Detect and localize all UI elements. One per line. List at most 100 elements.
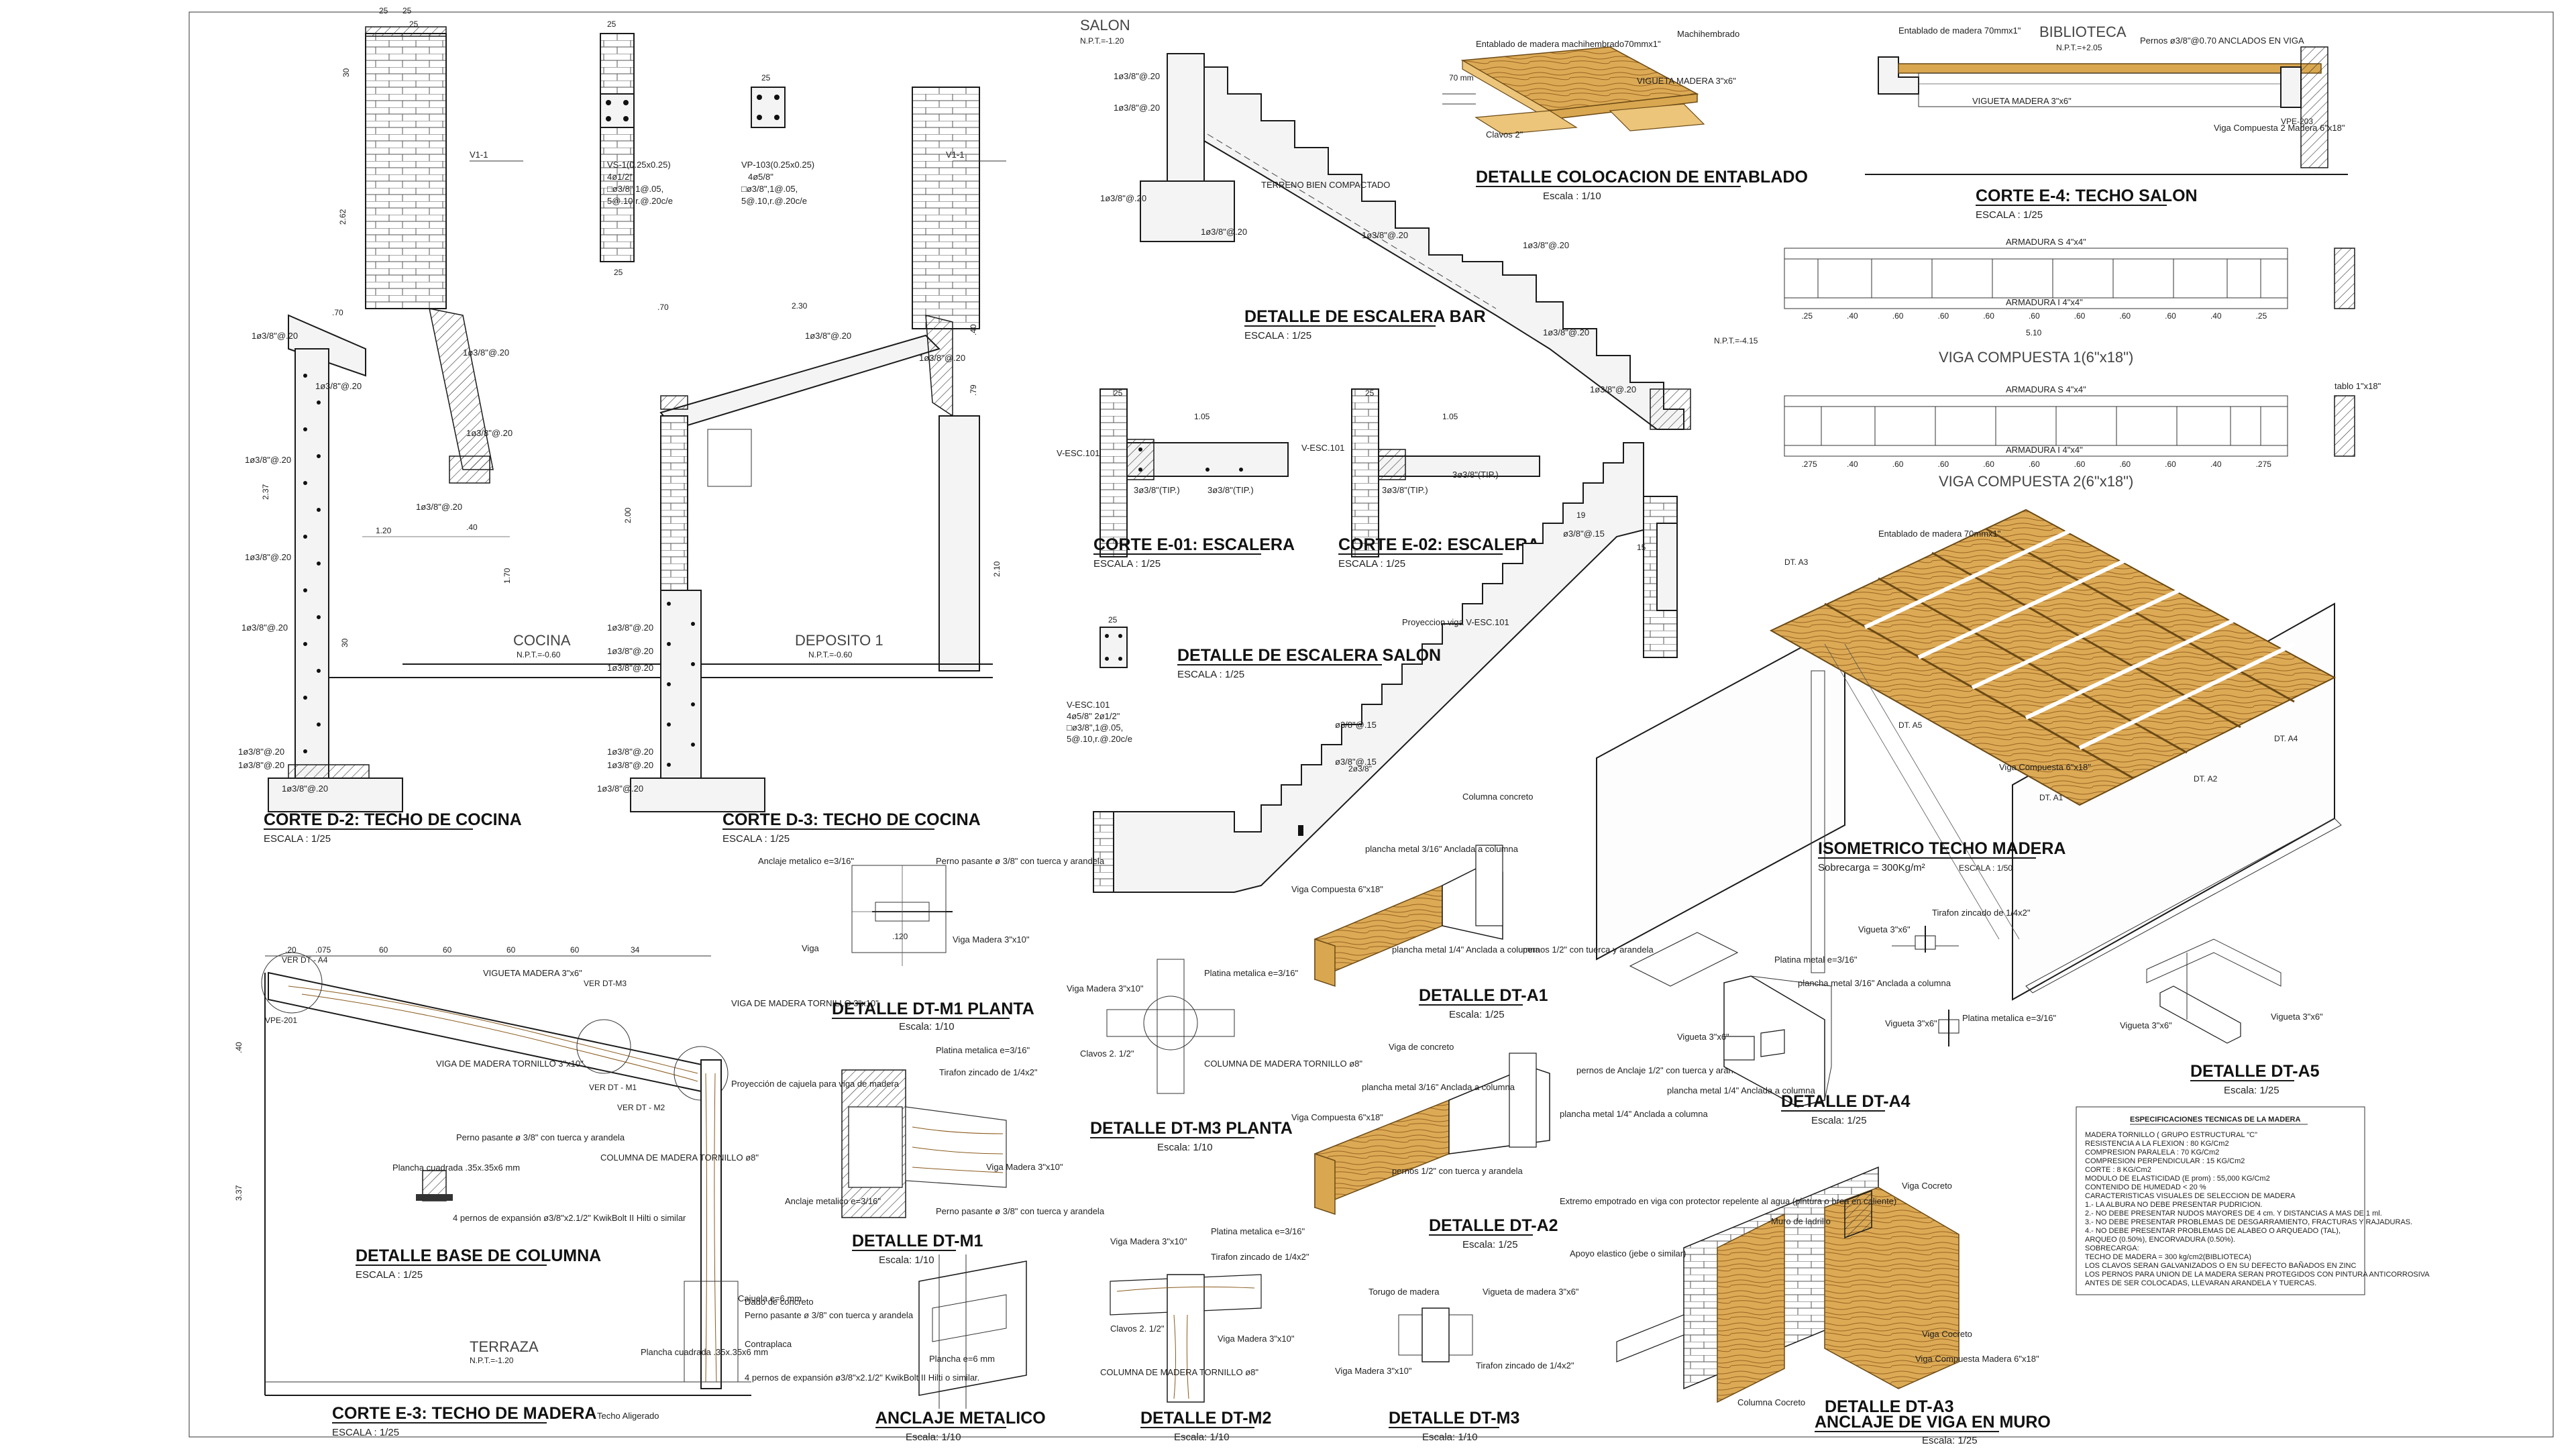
svg-text:Plancha cuadrada .35x.35x6 mm: Plancha cuadrada .35x.35x6 mm [392, 1163, 520, 1173]
title-corte-e02: CORTE E-02: ESCALERA [1338, 535, 1540, 554]
title-dt-a3: DETALLE DT-A3 [1825, 1397, 1954, 1416]
svg-text:pernos 1/2" con tuerca y arand: pernos 1/2" con tuerca y arandela [1523, 945, 1654, 955]
svg-text:VER DT - A4: VER DT - A4 [282, 955, 328, 965]
svg-text:Viga Madera 3"x10": Viga Madera 3"x10" [1218, 1334, 1295, 1344]
section-dimension: .20 [285, 945, 297, 955]
spec-line: TECHO DE MADERA = 300 kg/cm2(BIBLIOTECA) [2085, 1253, 2251, 1261]
svg-text:1ø3/8"@.20: 1ø3/8"@.20 [1543, 327, 1589, 337]
svg-text:Escala: 1/25: Escala: 1/25 [1462, 1239, 1518, 1250]
svg-text:Contraplaca: Contraplaca [745, 1339, 792, 1349]
specs-title: ESPECIFICACIONES TECNICAS DE LA MADERA [2130, 1116, 2301, 1124]
svg-text:Escala: 1/25: Escala: 1/25 [1811, 1115, 1867, 1126]
title-corte-d2: CORTE D-2: TECHO DE COCINA [264, 810, 522, 829]
svg-text:Columna Cocreto: Columna Cocreto [1737, 1397, 1805, 1407]
iso-timber-deck [1769, 508, 2337, 806]
svg-text:.79: .79 [969, 384, 978, 396]
beam-dimension: .60 [1983, 460, 1994, 469]
dt-a5-detail: Vigueta 3"x6" Vigueta 3"x6" DETALLE DT-A… [2120, 938, 2323, 1096]
beam-dimension: .60 [2029, 311, 2040, 321]
svg-text:Perno pasante ø 3/8" con tuerc: Perno pasante ø 3/8" con tuerca y arande… [936, 856, 1105, 866]
svg-text:70 mm: 70 mm [1449, 73, 1474, 83]
isometrico-techo: Entablado de madera 70mmx1" Viga Compues… [1596, 508, 2342, 1001]
svg-text:Vigueta 3"x6": Vigueta 3"x6" [1858, 924, 1911, 934]
svg-text:25: 25 [607, 19, 616, 29]
svg-text:TERRENO BIEN COMPACTADO: TERRENO BIEN COMPACTADO [1261, 180, 1390, 190]
svg-text:Platina metalica e=3/16": Platina metalica e=3/16" [936, 1045, 1030, 1055]
svg-text:1ø3/8"@.20: 1ø3/8"@.20 [1362, 230, 1408, 240]
svg-text:Anclaje metalico e=3/16": Anclaje metalico e=3/16" [758, 856, 854, 866]
svg-text:1ø3/8"@.20: 1ø3/8"@.20 [607, 760, 653, 770]
beam-dimension: .60 [2119, 311, 2131, 321]
svg-text:Vigueta 3"x6": Vigueta 3"x6" [2120, 1020, 2172, 1030]
svg-text:ø3/8"@.15: ø3/8"@.15 [1335, 720, 1377, 730]
spec-line: ANTES DE SER COLOCADAS, LLEVARAN ARANDEL… [2085, 1279, 2316, 1287]
svg-text:Viga Madera 3"x10": Viga Madera 3"x10" [1335, 1366, 1412, 1376]
svg-text:1ø3/8"@.20: 1ø3/8"@.20 [597, 784, 643, 794]
svg-text:Escala: 1/25: Escala: 1/25 [1922, 1435, 1978, 1446]
beam-section-vs1: 25 25 VS-1(0.25x0.25) 4ø1/2" □ø3/8",1@.0… [600, 19, 673, 277]
dt-m3-detail: Torugo de madera Vigueta de madera 3"x6"… [1335, 1287, 1579, 1443]
svg-text:Escala: 1/10: Escala: 1/10 [1174, 1432, 1230, 1443]
title-dt-m2: DETALLE DT-M2 [1140, 1409, 1271, 1428]
svg-text:DT. A5: DT. A5 [1898, 720, 1923, 730]
dt-a4-detail: Platina metal e=3/16" plancha metal 3/16… [1667, 955, 1951, 1126]
svg-text:N.P.T.=-1.20: N.P.T.=-1.20 [1080, 36, 1124, 46]
svg-text:V1-1: V1-1 [946, 150, 964, 160]
svg-text:Viga Compuesta 6"x18": Viga Compuesta 6"x18" [1291, 884, 1383, 894]
svg-text:1ø3/8"@.20: 1ø3/8"@.20 [245, 552, 291, 562]
svg-text:Escala : 1/10: Escala : 1/10 [1543, 191, 1601, 202]
svg-text:Proyeccion viga V-ESC.101: Proyeccion viga V-ESC.101 [1402, 617, 1509, 627]
viga-compuesta-1: ARMADURA S 4"x4" ARMADURA I 4"x4" 5.10 .… [1784, 237, 2355, 366]
svg-text:2.10: 2.10 [992, 561, 1002, 577]
svg-text:Tirafon zincado de 1/4x2": Tirafon zincado de 1/4x2" [1211, 1252, 1309, 1262]
svg-text:Perno pasante ø 3/8" con tuerc: Perno pasante ø 3/8" con tuerca y arande… [456, 1132, 625, 1142]
svg-text:ARMADURA I 4"x4": ARMADURA I 4"x4" [2006, 297, 2083, 307]
column-d2 [294, 348, 329, 779]
title-viga1: VIGA COMPUESTA 1(6"x18") [1939, 349, 2133, 366]
svg-text:ESCALA : 1/25: ESCALA : 1/25 [1976, 209, 2043, 221]
svg-text:Tirafon zincado de 1/4x2": Tirafon zincado de 1/4x2" [1932, 908, 2031, 918]
svg-text:ESCALA : 1/25: ESCALA : 1/25 [356, 1269, 423, 1281]
svg-text:Viga Madera 3"x10": Viga Madera 3"x10" [953, 934, 1030, 945]
svg-text:Sobrecarga = 300Kg/m²: Sobrecarga = 300Kg/m² [1818, 862, 1925, 873]
title-dt-a5: DETALLE DT-A5 [2190, 1062, 2320, 1081]
svg-text:plancha metal 3/16" Anclada a: plancha metal 3/16" Anclada a columna [1365, 844, 1519, 854]
entablado-detail: Entablado de madera machihembrado70mmx1"… [1442, 29, 1808, 202]
beam-dimension: .60 [1892, 460, 1904, 469]
escalera-salon-detail: 25 V-ESC.101 4ø5/8" 2ø1/2" □ø3/8",1@.05,… [1067, 442, 1678, 893]
timber-column [700, 1059, 722, 1389]
svg-text:Viga Compuesta 2 Madera 6"x18": Viga Compuesta 2 Madera 6"x18" [2214, 123, 2345, 133]
svg-text:Platina metalica e=3/16": Platina metalica e=3/16" [1211, 1226, 1305, 1236]
svg-text:1ø3/8"@.20: 1ø3/8"@.20 [252, 331, 298, 341]
title-escalera-bar: DETALLE DE ESCALERA BAR [1244, 307, 1486, 326]
svg-text:plancha metal 1/4" Anclada a c: plancha metal 1/4" Anclada a columna [1392, 945, 1540, 955]
dt-a1-detail: plancha metal 3/16" Anclada a columna Vi… [1291, 792, 1654, 1020]
svg-text:Perno pasante ø 3/8" con tuerc: Perno pasante ø 3/8" con tuerca y arande… [936, 1206, 1105, 1216]
title-dt-m1-planta: DETALLE DT-M1 PLANTA [832, 1000, 1034, 1018]
svg-text:1ø3/8"@.20: 1ø3/8"@.20 [238, 747, 284, 757]
svg-text:1.05: 1.05 [1442, 412, 1458, 421]
svg-text:3ø3/8"(TIP.): 3ø3/8"(TIP.) [1382, 485, 1428, 495]
spec-line: ARQUEO (0.50%), ENCORVADURA (0.50%). [2085, 1236, 2235, 1244]
spec-line: 4.- NO DEBE PRESENTAR PROBLEMAS DE ALABE… [2085, 1227, 2341, 1235]
beam-dimension: .40 [2210, 311, 2222, 321]
svg-text:Clavos 2. 1/2": Clavos 2. 1/2" [1080, 1049, 1134, 1059]
title-corte-e4: CORTE E-4: TECHO SALON [1976, 186, 2198, 205]
svg-text:Viga Madera 3"x10": Viga Madera 3"x10" [1110, 1236, 1187, 1246]
svg-text:1ø3/8"@.20: 1ø3/8"@.20 [238, 760, 284, 770]
spec-line: COMPRESION PARALELA : 70 KG/Cm2 [2085, 1148, 2219, 1157]
beam-dimension: .60 [2165, 460, 2176, 469]
title-corte-d3: CORTE D-3: TECHO DE COCINA [722, 810, 981, 829]
svg-text:VER DT - M1: VER DT - M1 [589, 1083, 637, 1092]
beam-dimension: .275 [2256, 460, 2272, 469]
dt-a2-detail: Viga de concreto plancha metal 3/16" Anc… [1291, 1042, 1750, 1250]
svg-text:ø3/8"@.15: ø3/8"@.15 [1335, 757, 1377, 767]
svg-text:4 pernos de expansión ø3/8"x2.: 4 pernos de expansión ø3/8"x2.1/2" KwikB… [745, 1373, 979, 1383]
svg-text:□ø3/8",1@.05,: □ø3/8",1@.05, [741, 184, 798, 194]
svg-text:1.70: 1.70 [502, 568, 512, 584]
section-dimension: 34 [631, 945, 640, 955]
svg-text:Escala: 1/10: Escala: 1/10 [1422, 1432, 1478, 1443]
svg-text:ESCALA : 1/25: ESCALA : 1/25 [332, 1427, 399, 1438]
svg-text:V-ESC.101: V-ESC.101 [1301, 443, 1344, 453]
